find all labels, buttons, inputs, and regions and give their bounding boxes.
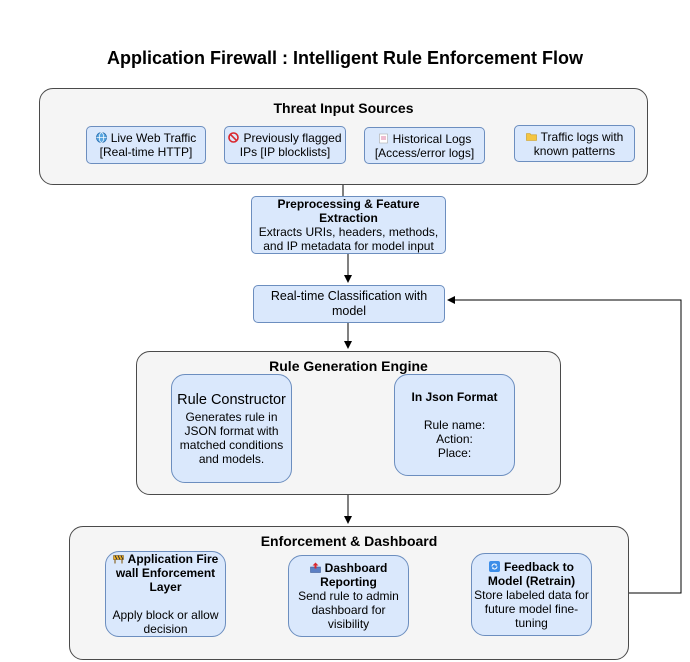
firewall-enforcement-node: Application Fire wall Enforcement Layer … bbox=[105, 551, 226, 637]
dashboard-desc-line2: dashboard for bbox=[311, 603, 386, 617]
feedback-desc-line2: future model fine- bbox=[484, 601, 579, 616]
source-traffic-logs: Traffic logs with known patterns bbox=[514, 125, 635, 162]
source-flagged-ips-line2: IPs [IP blocklists] bbox=[239, 145, 331, 159]
dashboard-reporting-node: Dashboard Reporting Send rule to admin d… bbox=[288, 555, 409, 637]
barrier-icon bbox=[112, 553, 124, 564]
diagram-title: Application Firewall : Intelligent Rule … bbox=[106, 48, 584, 68]
source-historical-logs-line1: Historical Logs bbox=[392, 131, 472, 146]
preprocessing-title-line2: Extraction bbox=[319, 211, 378, 225]
source-flagged-ips-line1: Previously flagged bbox=[243, 131, 342, 145]
source-historical-logs-line2: [Access/error logs] bbox=[374, 145, 475, 160]
json-format-field-rule-name: Rule name: bbox=[423, 418, 486, 432]
preprocessing-node: Preprocessing & Feature Extraction Extra… bbox=[251, 196, 446, 254]
outbox-icon bbox=[309, 562, 321, 573]
classification-node: Real-time Classification with model bbox=[253, 285, 445, 323]
feedback-retrain-node: Feedback to Model (Retrain) Store labele… bbox=[471, 553, 592, 636]
feedback-desc-line3: tuning bbox=[515, 615, 548, 630]
source-live-web-traffic-line2: [Real-time HTTP] bbox=[99, 145, 193, 159]
classification-line1: Real-time Classification with bbox=[270, 289, 428, 303]
globe-icon bbox=[95, 132, 107, 143]
firewall-desc-line1: Apply block or allow bbox=[112, 608, 219, 622]
rule-constructor-desc-line2: JSON format with bbox=[184, 423, 279, 438]
enforcement-dashboard-title: Enforcement & Dashboard bbox=[260, 533, 438, 549]
json-format-field-place: Place: bbox=[437, 446, 472, 460]
source-traffic-logs-line2: known patterns bbox=[533, 143, 616, 158]
refresh-icon bbox=[488, 560, 500, 572]
classification-line2: model bbox=[331, 304, 367, 318]
firewall-title-line2: wall Enforcement bbox=[115, 566, 216, 580]
preprocessing-desc-line1: Extracts URIs, headers, methods, bbox=[258, 225, 439, 239]
connector-feedback-loop bbox=[447, 296, 682, 594]
source-flagged-ips: Previously flagged IPs [IP blocklists] bbox=[224, 126, 346, 164]
prohibited-icon bbox=[228, 132, 240, 143]
firewall-desc-line2: decision bbox=[143, 622, 188, 636]
rule-constructor-desc-line3: matched conditions bbox=[179, 437, 284, 452]
firewall-title-line1: Application Fire bbox=[127, 552, 219, 566]
rule-constructor-title: Rule Constructor bbox=[177, 391, 286, 408]
source-traffic-logs-line1: Traffic logs with bbox=[540, 129, 624, 144]
rule-constructor-desc-line1: Generates rule in bbox=[185, 409, 278, 424]
source-live-web-traffic: Live Web Traffic [Real-time HTTP] bbox=[86, 126, 206, 164]
threat-input-sources-title: Threat Input Sources bbox=[273, 100, 414, 116]
preprocessing-title-line1: Preprocessing & Feature bbox=[277, 197, 420, 211]
folder-icon bbox=[525, 131, 537, 142]
dashboard-title-line1: Dashboard bbox=[324, 561, 388, 575]
json-format-field-action: Action: bbox=[436, 432, 473, 446]
feedback-title-line2: Model (Retrain) bbox=[487, 573, 576, 588]
dashboard-title-line2: Reporting bbox=[320, 575, 377, 589]
rule-constructor-desc-line4: and models. bbox=[198, 451, 265, 466]
feedback-desc-line1: Store labeled data for bbox=[474, 587, 589, 602]
rule-constructor-node: Rule Constructor Generates rule in JSON … bbox=[171, 374, 292, 483]
dashboard-desc-line1: Send rule to admin bbox=[298, 589, 399, 603]
rule-generation-engine-title: Rule Generation Engine bbox=[269, 358, 428, 374]
preprocessing-desc-line2: and IP metadata for model input bbox=[263, 239, 434, 253]
dashboard-desc-line3: visibility bbox=[327, 617, 370, 631]
source-historical-logs: Historical Logs [Access/error logs] bbox=[364, 127, 485, 164]
firewall-title-line3: Layer bbox=[149, 580, 182, 594]
feedback-title-line1: Feedback to bbox=[503, 559, 575, 574]
source-live-web-traffic-line1: Live Web Traffic bbox=[110, 131, 197, 145]
log-icon bbox=[378, 133, 389, 144]
json-format-title: In Json Format bbox=[411, 390, 498, 404]
json-format-node: In Json Format Rule name: Action: Place: bbox=[394, 374, 515, 476]
